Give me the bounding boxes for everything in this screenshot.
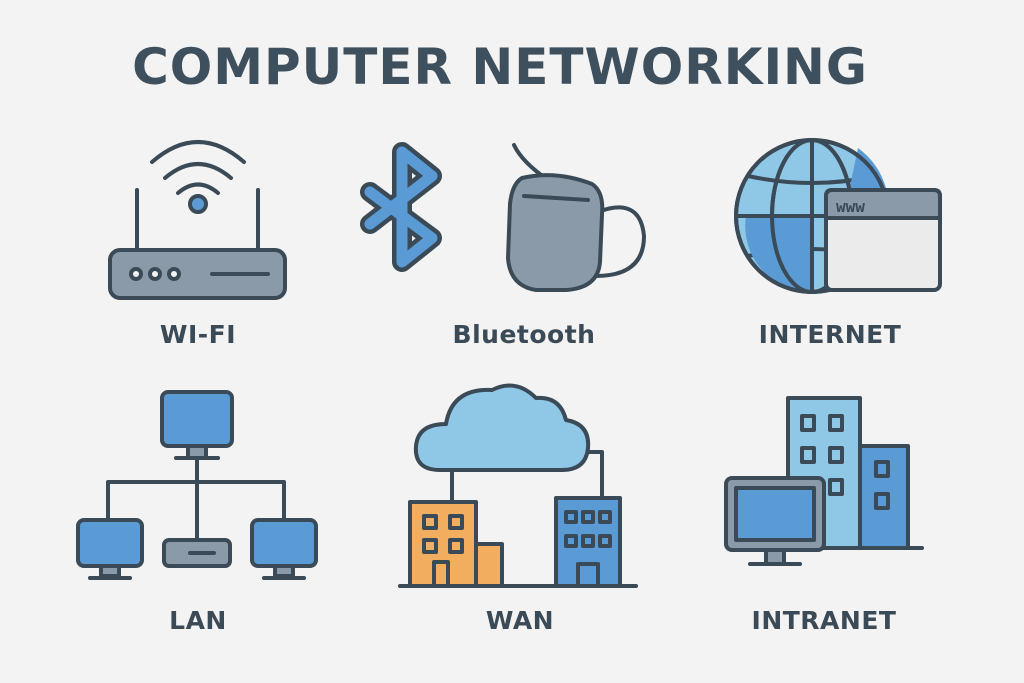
wifi-arc-outer [150, 140, 246, 164]
label-bluetooth: Bluetooth [452, 320, 596, 349]
browser-window-icon: www [824, 188, 942, 292]
lan-branch [106, 480, 286, 522]
office-building-icon [724, 396, 924, 566]
wifi-dot [188, 194, 208, 214]
page-title: COMPUTER NETWORKING [132, 38, 868, 96]
label-wan: WAN [485, 606, 555, 635]
browser-titlebar [824, 188, 942, 220]
router-body [108, 248, 287, 300]
router-light-1 [129, 267, 143, 281]
wifi-arc-middle [163, 162, 233, 180]
earpiece-body [506, 173, 605, 292]
wan-link-right [586, 450, 604, 500]
browser-address-text: www [836, 197, 865, 216]
label-intranet: INTRANET [751, 606, 897, 635]
earpiece-hook [594, 205, 646, 278]
bluetooth-icon [360, 142, 442, 272]
cloud-buildings-icon [398, 383, 638, 588]
wifi-arc-inner [176, 182, 220, 195]
wan-cloud [413, 383, 591, 472]
router-light-2 [148, 267, 162, 281]
lan-network-icon [76, 390, 318, 580]
lan-right-monitor [250, 518, 318, 568]
router-light-3 [167, 267, 181, 281]
earpiece-icon [506, 143, 646, 292]
label-lan: LAN [169, 606, 227, 635]
label-wifi: WI-FI [159, 320, 237, 349]
wifi-router-icon [108, 140, 287, 300]
label-internet: INTERNET [758, 320, 902, 349]
lan-left-monitor [76, 518, 144, 568]
earpiece-seam [522, 194, 590, 202]
lan-top-monitor [160, 390, 234, 448]
wan-orange-building [408, 500, 478, 588]
